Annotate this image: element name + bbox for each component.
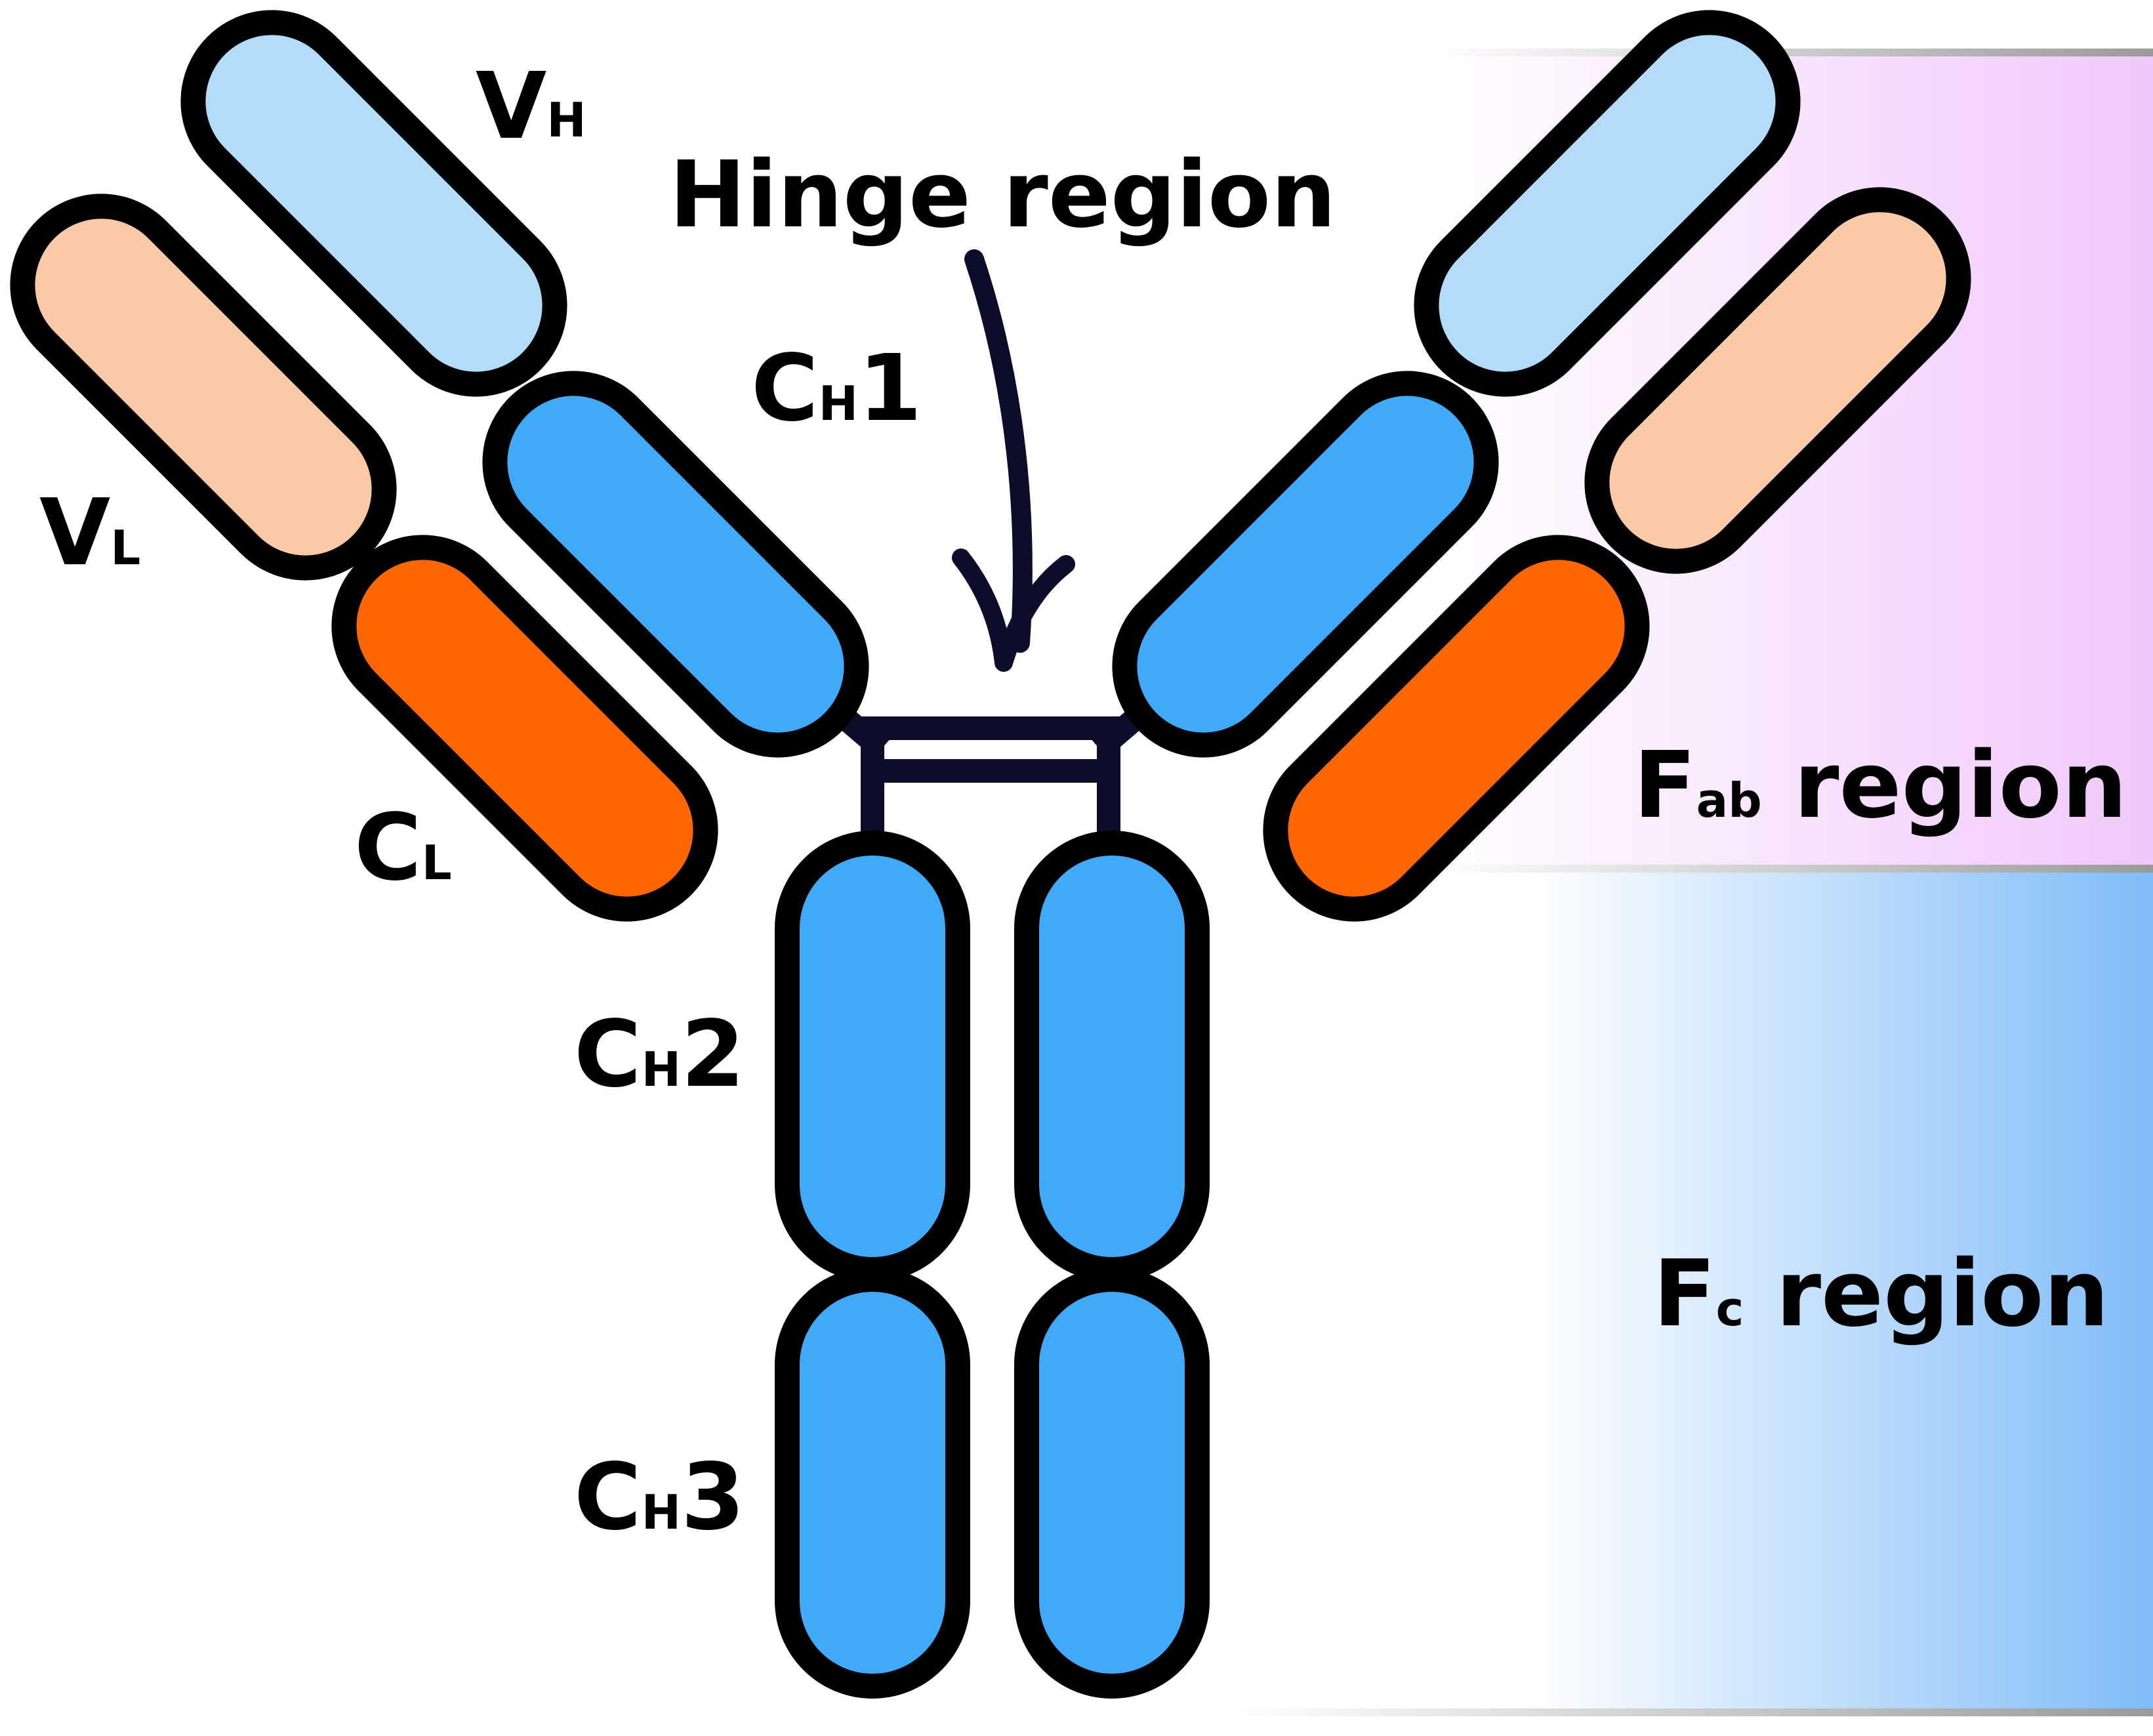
ch3-label: CH3: [574, 1444, 745, 1551]
ch1-label: CH1: [751, 335, 922, 442]
left-arm: [10, 10, 869, 922]
right-vh-domain: [1414, 10, 1801, 397]
right-ch3-domain: [1014, 1267, 1210, 1699]
fc-region-band: [1233, 873, 2153, 1716]
left-vh-domain: [180, 10, 567, 397]
right-arm: [1112, 10, 1971, 922]
left-cl-domain: [331, 535, 718, 922]
left-ch2-domain: [775, 831, 970, 1282]
fc-stem: [775, 831, 1210, 1699]
left-vl-domain: [10, 194, 397, 581]
ch2-label: CH2: [574, 1001, 745, 1108]
hinge-region-label: Hinge region: [669, 142, 1336, 249]
right-ch2-domain: [1014, 831, 1210, 1282]
fc-region-label: Fc region: [1653, 1241, 2109, 1348]
right-vl-domain: [1584, 187, 1971, 574]
left-ch3-domain: [775, 1267, 970, 1699]
right-ch1-domain: [1112, 371, 1499, 758]
fab-region-label: Fab region: [1633, 732, 2127, 839]
right-cl-domain: [1263, 535, 1650, 922]
vh-label: VH: [476, 53, 586, 160]
left-ch1-domain: [482, 371, 869, 758]
hinge-arrow: [952, 249, 1075, 672]
cl-label: CL: [354, 795, 452, 901]
vl-label: VL: [39, 480, 140, 587]
